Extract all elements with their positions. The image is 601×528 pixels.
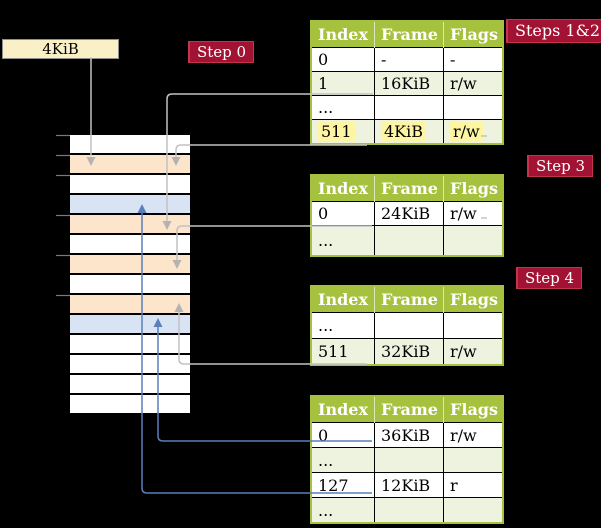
flags-cell [443,497,504,524]
table-header-row: Index Frame Flags [311,21,503,48]
memory-row [70,135,190,153]
highlight: 511 [318,122,355,141]
index-cell: ... [310,312,375,339]
frame-cell [374,497,444,524]
page-table-step-4: Index Frame Flags ... 511 32KiB r/w [310,285,504,366]
table-row: 127 12KiB r [310,472,504,498]
frame-cell: 32KiB [374,338,444,366]
index-cell: ... [310,95,375,120]
flags-cell [443,312,504,339]
frame-column-header: Frame [374,21,444,48]
stack-tick-marks [56,134,70,297]
table-row: ... [310,497,504,524]
index-cell: ... [310,497,375,524]
table-row: 0 24KiB r/w [310,201,504,226]
frame-column-header: Frame [374,396,444,423]
table-row: ... [310,95,504,120]
flags-cell: r/w [443,338,504,366]
frame-cell: - [374,47,444,72]
frame-cell: 24KiB [374,201,444,226]
frame-cell [374,447,444,473]
page-table-step-3: Index Frame Flags 0 24KiB r/w ... [310,174,504,257]
frame-cell [374,312,444,339]
memory-row [70,315,190,333]
table-row: 1 16KiB r/w [310,71,504,96]
memory-row [70,395,190,413]
table-row-highlighted: 511 4KiB r/w [310,119,504,145]
memory-row [70,195,190,213]
index-cell: ... [310,447,375,473]
table-row: 511 32KiB r/w [310,338,504,366]
flags-cell: - [443,47,504,72]
flags-column-header: Flags [443,21,503,48]
frame-cell: 12KiB [374,472,444,498]
flags-cell: r [443,472,504,498]
table-row: 0 36KiB r/w [310,422,504,448]
flags-cell: r/w [443,422,504,448]
index-column-header: Index [311,175,375,202]
memory-row [70,295,190,313]
frame-column-header: Frame [374,175,444,202]
frame-cell [374,95,444,120]
memory-row [70,335,190,353]
index-column-header: Index [311,396,375,423]
flags-column-header: Flags [443,396,503,423]
table-header-row: Index Frame Flags [311,286,503,313]
table-row: ... [310,447,504,473]
index-column-header: Index [311,21,375,48]
index-cell: 1 [310,71,375,96]
memory-row [70,175,190,193]
frame-cell: 16KiB [374,71,444,96]
flags-column-header: Flags [443,175,503,202]
frame-cell: 36KiB [374,422,444,448]
highlight: 4KiB [381,122,427,141]
index-cell: 0 [310,201,375,226]
memory-row [70,255,190,273]
highlight: r/w [450,122,483,141]
memory-row [70,375,190,393]
memory-row [70,355,190,373]
flags-cell: r/w [443,71,504,96]
flags-cell [443,95,504,120]
memory-row [70,275,190,293]
index-cell: 0 [310,422,375,448]
page-table-steps-1-2: Index Frame Flags 0 - - 1 16KiB r/w ... … [310,20,504,145]
index-cell: ... [310,225,375,257]
table-row: ... [310,225,504,257]
step-3-label: Step 3 [527,155,594,177]
index-cell: 511 [310,119,375,145]
flags-cell [443,225,504,257]
table-row: ... [310,312,504,339]
index-column-header: Index [311,286,375,313]
arrow-entry511-to-row1 [175,144,367,157]
step-4-label: Step 4 [516,267,583,289]
physical-memory-stack [70,135,190,415]
steps-1-2-label: Steps 1&2 [506,19,601,43]
frame-cell [374,225,444,257]
step-0-label: Step 0 [188,41,255,63]
memory-row [70,155,190,173]
memory-row [70,235,190,253]
flags-cell: r/w [443,119,504,145]
table-header-row: Index Frame Flags [311,396,503,423]
index-cell: 0 [310,47,375,72]
page-table-final: Index Frame Flags 0 36KiB r/w ... 127 12… [310,395,504,524]
flags-column-header: Flags [443,286,503,313]
memory-row [70,215,190,233]
index-cell: 127 [310,472,375,498]
index-cell: 511 [310,338,375,366]
table-header-row: Index Frame Flags [311,175,503,202]
frame-cell: 4KiB [374,119,444,145]
frame-address-box: 4KiB [2,39,119,59]
flags-cell [443,447,504,473]
flags-cell: r/w [443,201,504,226]
table-row: 0 - - [310,47,504,72]
frame-column-header: Frame [374,286,444,313]
